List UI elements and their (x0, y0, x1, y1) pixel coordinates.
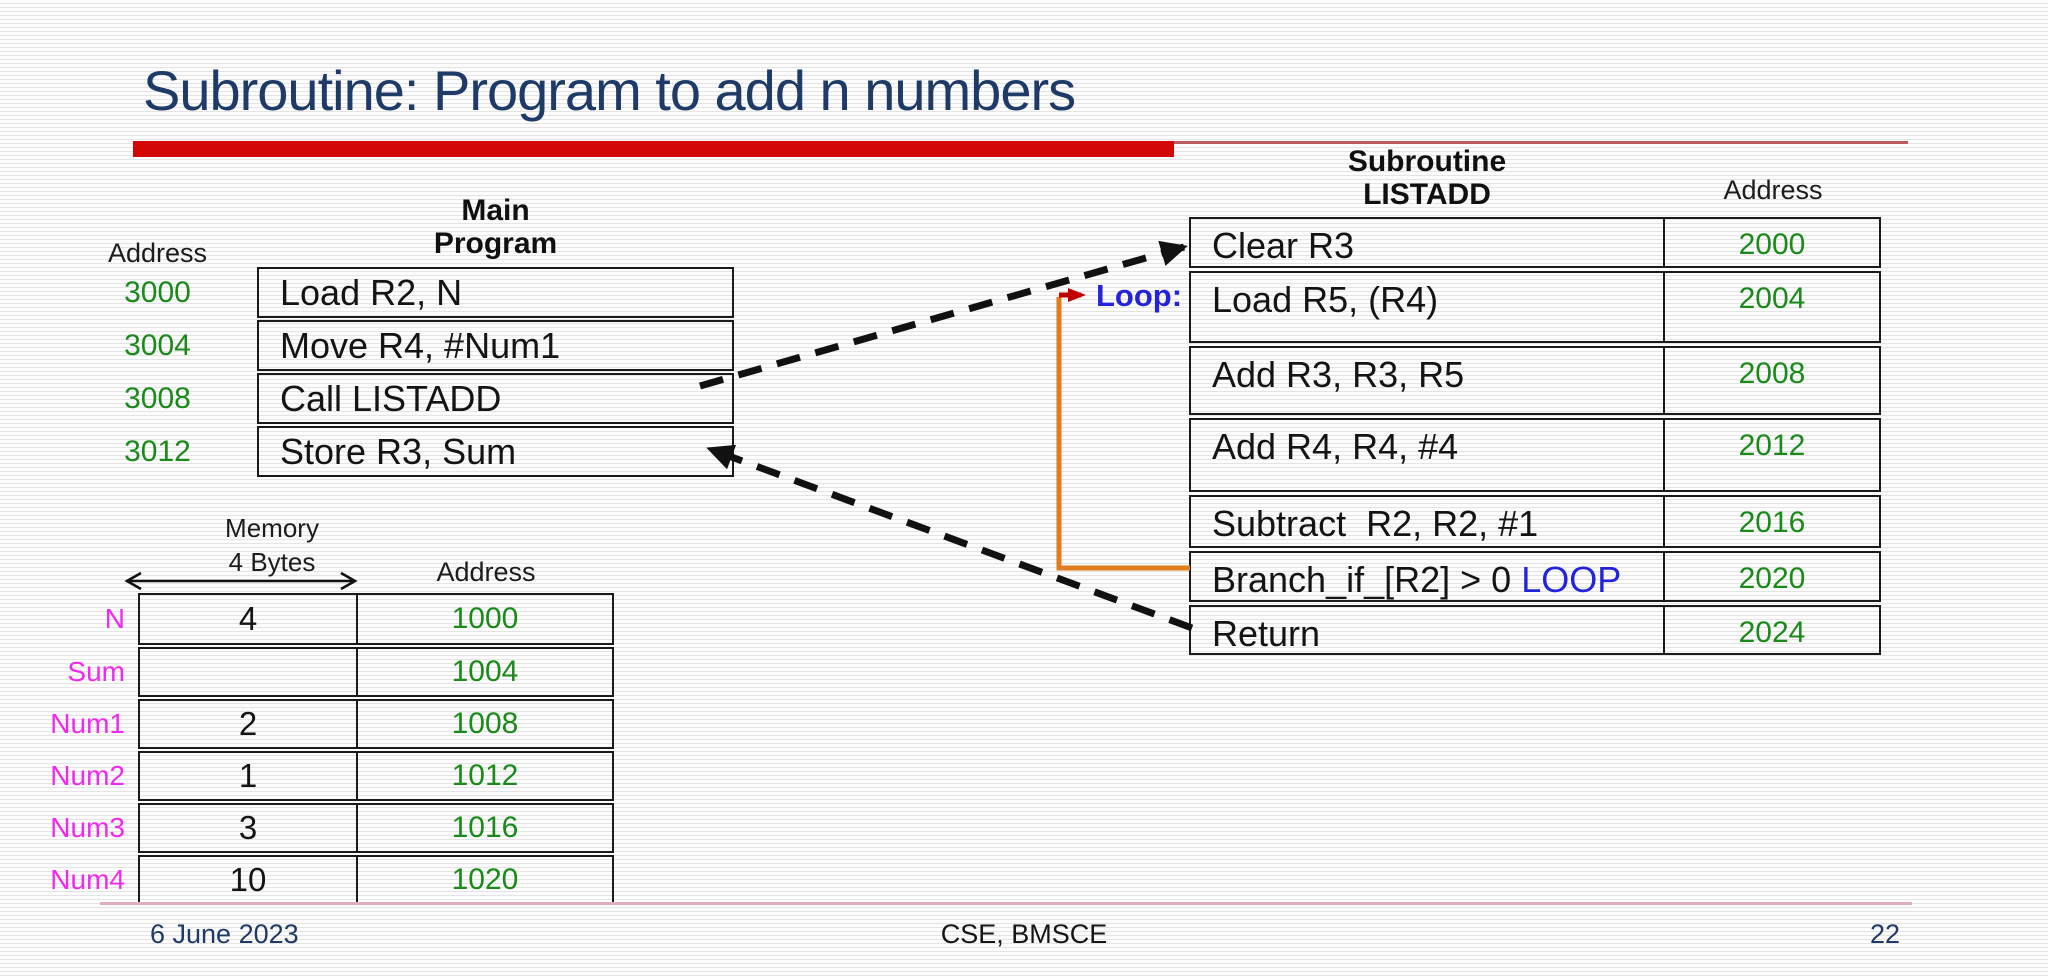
main-instruction: Store R3, Sum (280, 430, 517, 472)
subroutine-header: Subroutine LISTADD (1189, 145, 1665, 211)
sub-address-2008: 2008 (1663, 346, 1881, 415)
sub-instruction: Clear R3 (1212, 225, 1355, 266)
sub-address-2016: 2016 (1663, 495, 1881, 548)
sub-instruction: Add R3, R3, R5 (1212, 354, 1465, 395)
main-program-header-line1: Main (461, 194, 530, 227)
main-address-3008: 3008 (124, 381, 191, 415)
memory-name-n: N (104, 603, 125, 634)
footer-page-number: 22 (1869, 919, 1900, 949)
return-arrow (706, 444, 1194, 632)
main-address-3004: 3004 (124, 328, 191, 362)
subroutine-address-label: Address (1723, 175, 1823, 205)
page-title: Subroutine: Program to add n numbers (143, 59, 1076, 122)
memory-value-cell: 10 (138, 855, 358, 905)
main-instruction: Move R4, #Num1 (280, 324, 561, 366)
loop-back-path (1056, 297, 1190, 571)
main-instruction: Call LISTADD (280, 377, 502, 419)
memory-name-num3: Num3 (50, 812, 125, 843)
memory-address-1008: 1008 (356, 699, 614, 749)
main-row-store: Store R3, Sum (257, 426, 734, 477)
memory-value-cell: 4 (138, 593, 358, 645)
sub-address-2020: 2020 (1663, 551, 1881, 602)
main-address-3012: 3012 (124, 434, 191, 468)
memory-address-1020: 1020 (356, 855, 614, 905)
memory-label-line2: 4 Bytes (228, 547, 316, 577)
memory-address-1012: 1012 (356, 751, 614, 801)
sub-row-add-r4: Add R4, R4, #4 (1189, 418, 1665, 492)
footer-divider-line (100, 902, 1912, 905)
main-row-call: Call LISTADD (257, 373, 734, 424)
sub-row-branch: Branch_if_[R2] > 0 LOOP (1189, 551, 1665, 602)
memory-address-1016: 1016 (356, 803, 614, 853)
main-program-header: Main Program (257, 194, 734, 260)
footer-institution: CSE, BMSCE (940, 919, 1108, 949)
footer-date: 6 June 2023 (150, 919, 299, 949)
memory-value-cell: 3 (138, 803, 358, 853)
memory-name-sum: Sum (67, 656, 125, 687)
subroutine-header-line2: LISTADD (1363, 178, 1491, 211)
memory-address-label: Address (436, 557, 536, 587)
title-accent-bar (133, 141, 1174, 157)
sub-row-return: Return (1189, 605, 1665, 655)
branch-instruction-text: Branch_if_[R2] > 0 (1212, 559, 1522, 600)
main-instruction: Load R2, N (280, 271, 463, 313)
memory-name-num2: Num2 (50, 760, 125, 791)
sub-address-2004: 2004 (1663, 271, 1881, 343)
sub-instruction: Branch_if_[R2] > 0 LOOP (1191, 553, 1621, 601)
main-program-header-line2: Program (433, 227, 558, 260)
memory-address-1000: 1000 (356, 593, 614, 645)
memory-value-cell: 1 (138, 751, 358, 801)
memory-name-num4: Num4 (50, 864, 125, 895)
sub-address-2024: 2024 (1663, 605, 1881, 655)
title-accent-line (1174, 141, 1908, 144)
sub-instruction: Return (1212, 613, 1321, 654)
call-arrow (699, 240, 1188, 390)
sub-instruction: Add R4, R4, #4 (1212, 426, 1459, 467)
sub-row-load: Load R5, (R4) (1189, 271, 1665, 343)
memory-name-num1: Num1 (50, 708, 125, 739)
memory-label-line1: Memory (225, 513, 319, 543)
sub-row-clear: Clear R3 (1189, 217, 1665, 268)
memory-value-cell (138, 647, 358, 697)
sub-instruction: Subtract R2, R2, #1 (1212, 503, 1539, 544)
main-row-load: Load R2, N (257, 267, 734, 318)
main-address-label: Address (107, 238, 208, 268)
main-row-move: Move R4, #Num1 (257, 320, 734, 371)
sub-address-2000: 2000 (1663, 217, 1881, 268)
sub-address-2012: 2012 (1663, 418, 1881, 492)
main-address-3000: 3000 (124, 275, 191, 309)
memory-address-1004: 1004 (356, 647, 614, 697)
memory-value-cell: 2 (138, 699, 358, 749)
sub-row-subtract: Subtract R2, R2, #1 (1189, 495, 1665, 548)
loop-label: Loop: (1096, 278, 1183, 313)
sub-row-add-r3: Add R3, R3, R5 (1189, 346, 1665, 415)
branch-loop-target: LOOP (1521, 559, 1622, 600)
sub-instruction: Load R5, (R4) (1212, 279, 1439, 320)
subroutine-header-line1: Subroutine (1347, 145, 1507, 178)
